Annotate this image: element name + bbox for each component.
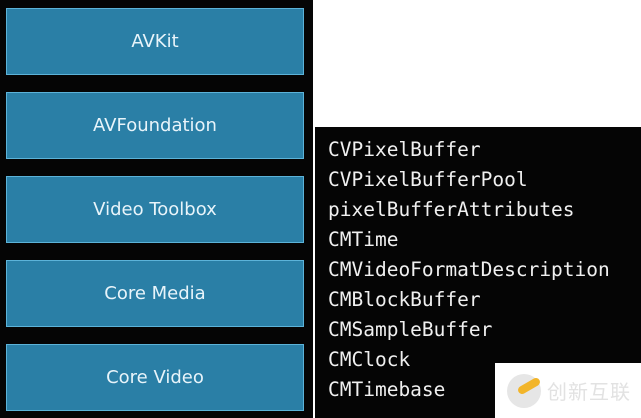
layer-label: Video Toolbox	[93, 199, 217, 220]
watermark-logo-icon	[507, 373, 541, 408]
type-item: CMSampleBuffer	[328, 318, 493, 341]
types-list-panel: CVPixelBuffer CVPixelBufferPool pixelBuf…	[315, 127, 641, 418]
type-item: CMClock	[328, 348, 411, 371]
layer-avkit: AVKit	[6, 8, 304, 75]
layer-label: AVFoundation	[93, 115, 217, 136]
layer-label: Core Video	[106, 367, 204, 388]
layer-label: AVKit	[131, 31, 179, 52]
type-item: CMBlockBuffer	[328, 288, 481, 311]
type-item: CMVideoFormatDescription	[328, 258, 610, 281]
type-item: CMTime	[328, 228, 399, 251]
watermark-text: 创新互联	[547, 380, 631, 404]
type-item: CVPixelBufferPool	[328, 168, 528, 191]
watermark: 创新互联	[495, 363, 641, 418]
layer-core-video: Core Video	[6, 344, 304, 411]
layer-video-toolbox: Video Toolbox	[6, 176, 304, 243]
type-item: CMTimebase	[328, 378, 446, 401]
layer-label: Core Media	[104, 283, 206, 304]
layer-core-media: Core Media	[6, 260, 304, 327]
type-item: CVPixelBuffer	[328, 138, 481, 161]
type-item: pixelBufferAttributes	[328, 198, 575, 221]
framework-stack-panel: AVKit AVFoundation Video Toolbox Core Me…	[0, 0, 313, 418]
layer-avfoundation: AVFoundation	[6, 92, 304, 159]
